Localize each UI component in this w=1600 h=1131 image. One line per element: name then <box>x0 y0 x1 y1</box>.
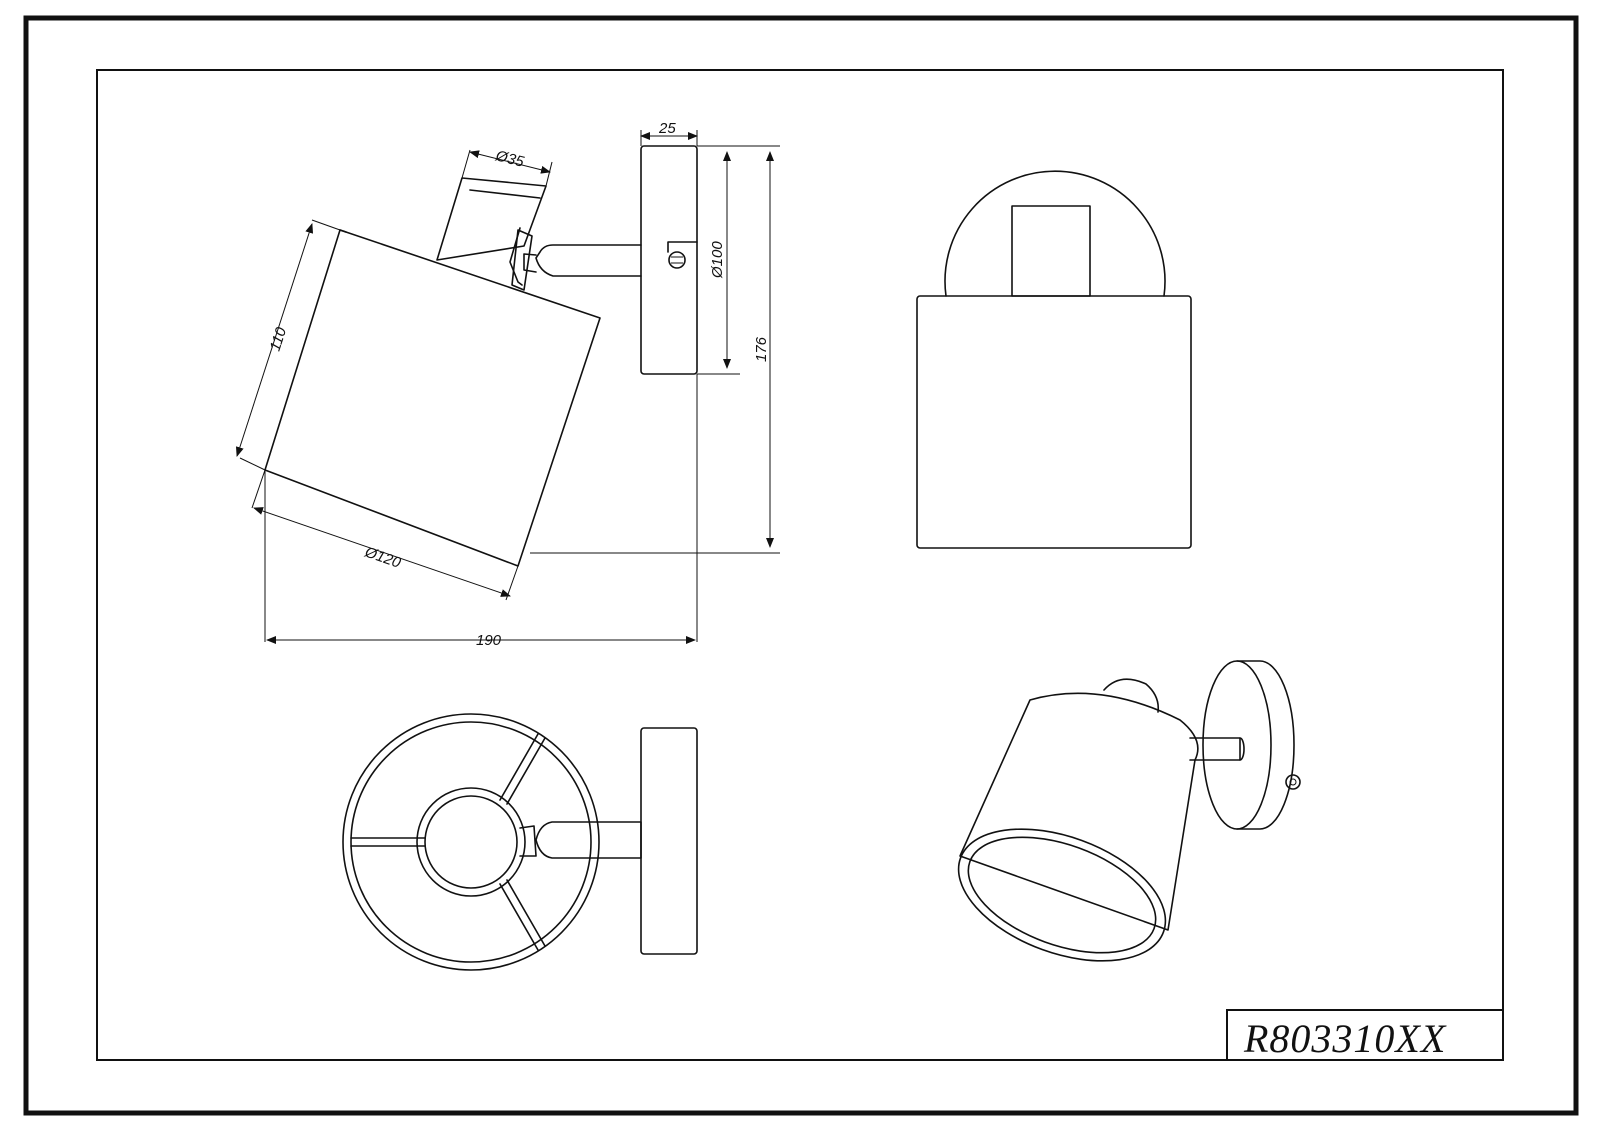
dim-stem-diameter: Ø35 <box>493 147 526 171</box>
bottom-view <box>342 713 698 971</box>
dim-shade-height: 110 <box>267 325 291 354</box>
dim-overall-height: 176 <box>753 336 770 362</box>
perspective-view <box>957 660 1301 962</box>
title-block: R803310XX <box>1226 1009 1504 1061</box>
dim-base-diameter: Ø100 <box>709 241 726 279</box>
dim-base-depth: 25 <box>658 120 676 137</box>
front-view <box>916 170 1192 549</box>
dim-overall-length: 190 <box>476 632 502 649</box>
outer-frame <box>23 15 1579 1116</box>
inner-frame <box>96 69 1504 1061</box>
dim-shade-diameter: Ø120 <box>362 543 404 572</box>
model-number: R803310XX <box>1243 1016 1447 1061</box>
side-view: 25 Ø35 Ø100 176 110 Ø120 190 <box>235 120 780 649</box>
